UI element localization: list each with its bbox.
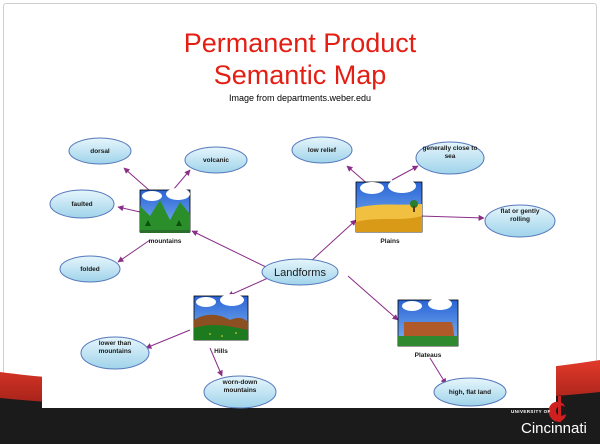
plateaus-picture bbox=[397, 298, 459, 347]
plateaus-label: Plateaus bbox=[415, 352, 442, 359]
node-worn-down-mountains-label: worn-down mountains bbox=[222, 379, 258, 394]
plains-label: Plains bbox=[380, 238, 400, 245]
university-logo: UNIVERSITY OF Cincinnati bbox=[511, 396, 587, 437]
node-lower-than-mountains: lower than mountains bbox=[80, 336, 150, 370]
arrow-to-plateaus bbox=[347, 275, 399, 321]
image-credit: Image from departments.weber.edu bbox=[228, 93, 372, 103]
slide-title-line-2: Semantic Map bbox=[213, 60, 387, 90]
node-generally-close-to-sea: generally close to sea bbox=[415, 141, 485, 175]
logo-university-of: UNIVERSITY OF bbox=[511, 409, 551, 414]
node-flat-or-gently-rolling-label: flat or gently rolling bbox=[500, 208, 540, 223]
slide-title-line-1: Permanent Product bbox=[183, 28, 417, 58]
hills-picture bbox=[193, 294, 249, 341]
node-volcanic: volcanic bbox=[184, 146, 248, 174]
node-high-flat-land: high, flat land bbox=[433, 377, 507, 407]
arrow-to-worn-down-mountains bbox=[209, 347, 223, 377]
arrow-to-flat-or-gently-rolling bbox=[419, 214, 485, 221]
mountains-picture bbox=[139, 188, 191, 233]
node-flat-or-gently-rolling: flat or gently rolling bbox=[484, 204, 556, 238]
node-low-relief: low relief bbox=[291, 136, 353, 164]
node-worn-down-mountains: worn-down mountains bbox=[203, 375, 277, 409]
arrow-to-mountains bbox=[191, 230, 269, 269]
mountains-label: mountains bbox=[149, 238, 182, 245]
arrow-to-high-flat-land bbox=[429, 357, 447, 385]
node-faulted: faulted bbox=[49, 189, 115, 219]
node-folded-label: folded bbox=[80, 266, 100, 273]
node-faulted-label: faulted bbox=[71, 201, 92, 208]
center-node-label: Landforms bbox=[274, 267, 326, 279]
center-node: Landforms bbox=[261, 258, 339, 286]
arrow-to-folded bbox=[117, 239, 151, 263]
node-lower-than-mountains-label: lower than mountains bbox=[98, 340, 132, 355]
node-dorsal: dorsal bbox=[68, 137, 132, 165]
node-dorsal-label: dorsal bbox=[90, 148, 110, 155]
node-low-relief-label: low relief bbox=[308, 147, 337, 154]
node-generally-close-to-sea-label: generally close to sea bbox=[422, 145, 478, 160]
plains-picture bbox=[355, 179, 423, 233]
arrow-to-lower-than-mountains bbox=[145, 329, 191, 349]
arrow-to-faulted bbox=[117, 205, 141, 213]
node-volcanic-label: volcanic bbox=[203, 157, 229, 164]
arrow-to-generally-close-to-sea bbox=[391, 165, 419, 181]
arrow-to-plains bbox=[309, 219, 357, 263]
node-folded: folded bbox=[59, 255, 121, 283]
logo-cincinnati: Cincinnati bbox=[521, 420, 587, 437]
uc-mark-icon bbox=[548, 396, 566, 422]
arrow-to-hills bbox=[227, 277, 269, 297]
node-high-flat-land-label: high, flat land bbox=[449, 389, 491, 396]
hills-label: Hills bbox=[214, 348, 228, 355]
